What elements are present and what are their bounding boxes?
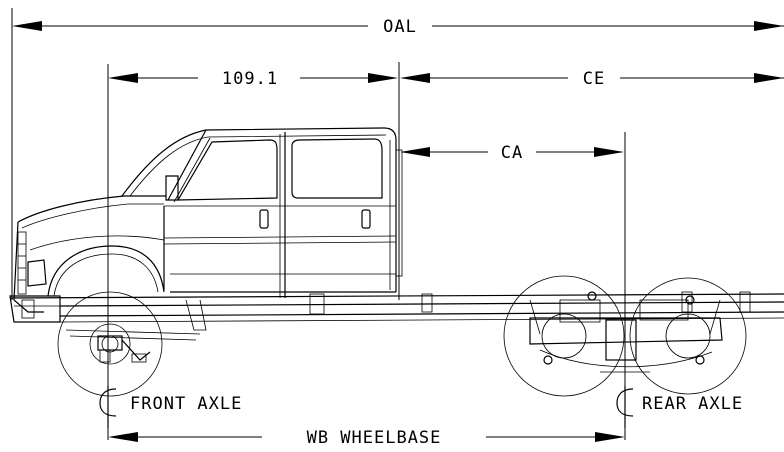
wheelbase-label: WB WHEELBASE <box>307 428 442 448</box>
rear-axle-label: REAR AXLE <box>642 394 743 414</box>
front-axle-label: FRONT AXLE <box>130 394 242 414</box>
ca-label: CA <box>501 143 523 163</box>
rear-axle-marker: REAR AXLE <box>616 386 743 428</box>
bbc-label: 109.1 <box>222 69 278 89</box>
ce-dimension: CE <box>398 62 784 300</box>
ca-dimension: CA <box>400 132 626 440</box>
ce-label: CE <box>583 69 605 89</box>
oal-dimension: OAL <box>11 8 784 300</box>
front-wheel <box>57 291 207 397</box>
bbc-dimension: 109.1 <box>107 64 398 440</box>
rear-tandem <box>503 275 747 397</box>
oal-label: OAL <box>383 17 417 37</box>
front-axle-marker: FRONT AXLE <box>99 386 242 428</box>
frame-rail <box>9 291 784 323</box>
wheelbase-dimension: WB WHEELBASE <box>108 428 625 448</box>
truck-cab <box>121 127 403 298</box>
